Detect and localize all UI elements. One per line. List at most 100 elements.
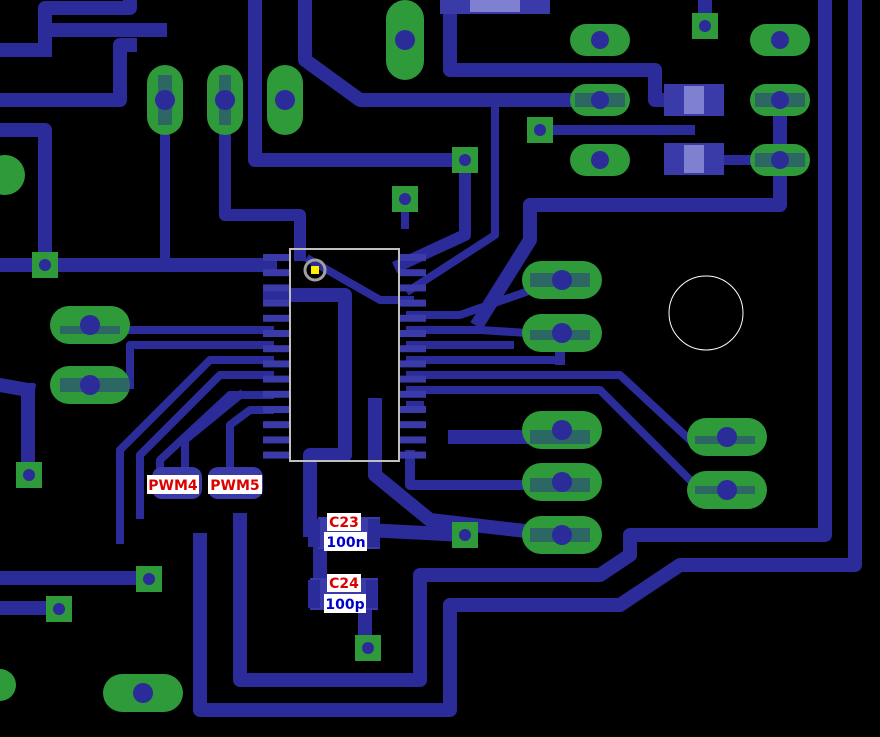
ic-pin-left <box>263 451 290 459</box>
ic-pin-right <box>399 375 426 383</box>
drill-hole <box>699 20 711 32</box>
ic-pin-right <box>399 269 426 277</box>
ic-pin-left <box>263 345 290 353</box>
trace <box>193 0 862 717</box>
trace <box>248 0 472 167</box>
drill-hole <box>275 90 295 110</box>
ic-pin-right <box>399 299 426 307</box>
trace <box>226 406 274 484</box>
ic-pin-left <box>263 330 290 337</box>
ic-pin-right <box>399 284 426 292</box>
ic-pin-left <box>263 269 290 277</box>
c23-value-bg <box>324 532 367 551</box>
trace <box>298 0 607 107</box>
cap-pad-left <box>308 580 320 608</box>
ic-pin-left <box>263 375 290 383</box>
drill-hole <box>717 427 737 447</box>
trace <box>38 23 167 57</box>
trace <box>219 94 306 261</box>
pwm4-label: PWM4 <box>148 478 198 494</box>
pwm5-label-bg <box>208 475 262 494</box>
drill-hole <box>133 683 153 703</box>
trace <box>406 386 706 496</box>
drill-hole <box>552 525 572 545</box>
resistor-top-body <box>470 0 520 12</box>
drill-holes <box>23 20 789 703</box>
c23-ref-label: C23 <box>329 515 359 531</box>
ic-pin-right <box>399 406 426 413</box>
drill-hole <box>552 420 572 440</box>
drill-hole <box>80 375 100 395</box>
round-pad <box>0 155 25 195</box>
smd-parts <box>440 0 724 175</box>
drill-hole <box>591 91 609 109</box>
drill-hole <box>591 31 609 49</box>
ic-pin-right <box>399 436 426 444</box>
mounting-hole-outline <box>668 275 744 351</box>
drill-hole <box>399 193 411 205</box>
ic-pin1-marker <box>311 266 319 274</box>
drill-hole <box>771 151 789 169</box>
drill-hole <box>23 469 35 481</box>
drill-hole <box>80 315 100 335</box>
trace <box>0 38 137 107</box>
drill-hole <box>771 91 789 109</box>
trace <box>0 377 37 399</box>
drill-hole <box>143 573 155 585</box>
drill-hole <box>552 323 572 343</box>
drill-hole <box>552 472 572 492</box>
drill-hole <box>362 642 374 654</box>
drill-hole <box>155 90 175 110</box>
drill-hole <box>459 154 471 166</box>
ic-pin-right <box>399 421 426 429</box>
ic-pin-left <box>263 254 290 261</box>
trace <box>263 288 352 537</box>
trace <box>404 96 499 296</box>
drill-hole <box>215 90 235 110</box>
c23-value-label: 100n <box>326 535 365 551</box>
ic-pin-right <box>399 330 426 337</box>
drill-hole <box>534 124 546 136</box>
pwm4-label-bg <box>147 475 199 494</box>
ic-pin-left <box>263 314 290 322</box>
trace <box>233 0 832 687</box>
trace <box>357 522 473 543</box>
drill-hole <box>552 270 572 290</box>
ic-pin-right <box>399 345 426 353</box>
round-pad <box>0 669 16 701</box>
trace <box>116 356 274 544</box>
drill-hole <box>459 529 471 541</box>
c24-ref-bg <box>327 574 361 592</box>
ic-pin-left <box>263 436 290 444</box>
c24-ref-label: C24 <box>329 576 359 592</box>
ic-pin-right <box>399 451 426 459</box>
ic-pin-left <box>263 360 290 368</box>
ic-pin-left <box>263 421 290 429</box>
ic-pin-left <box>263 299 290 307</box>
ic-pin-left <box>263 284 290 292</box>
ic-pins <box>263 254 426 459</box>
resistor-body <box>684 86 704 114</box>
ic-pin-left <box>263 390 290 398</box>
ic-pin-right <box>399 390 426 398</box>
trace <box>181 389 246 484</box>
drill-hole <box>39 259 51 271</box>
drill-hole <box>771 31 789 49</box>
trace <box>0 0 137 57</box>
drill-hole <box>591 151 609 169</box>
trace <box>405 450 565 490</box>
ic-outline <box>289 248 400 462</box>
pwm5-label: PWM5 <box>210 478 259 494</box>
ic-pin-right <box>399 254 426 261</box>
trace <box>406 371 696 446</box>
cap-pad-right <box>366 580 378 608</box>
trace <box>0 123 52 257</box>
ic-pin-right <box>399 314 426 322</box>
drill-hole <box>717 480 737 500</box>
trace <box>136 371 274 519</box>
c24-value-label: 100p <box>325 597 364 613</box>
cap-pad-left <box>308 519 320 547</box>
ic-pin-right <box>399 360 426 368</box>
